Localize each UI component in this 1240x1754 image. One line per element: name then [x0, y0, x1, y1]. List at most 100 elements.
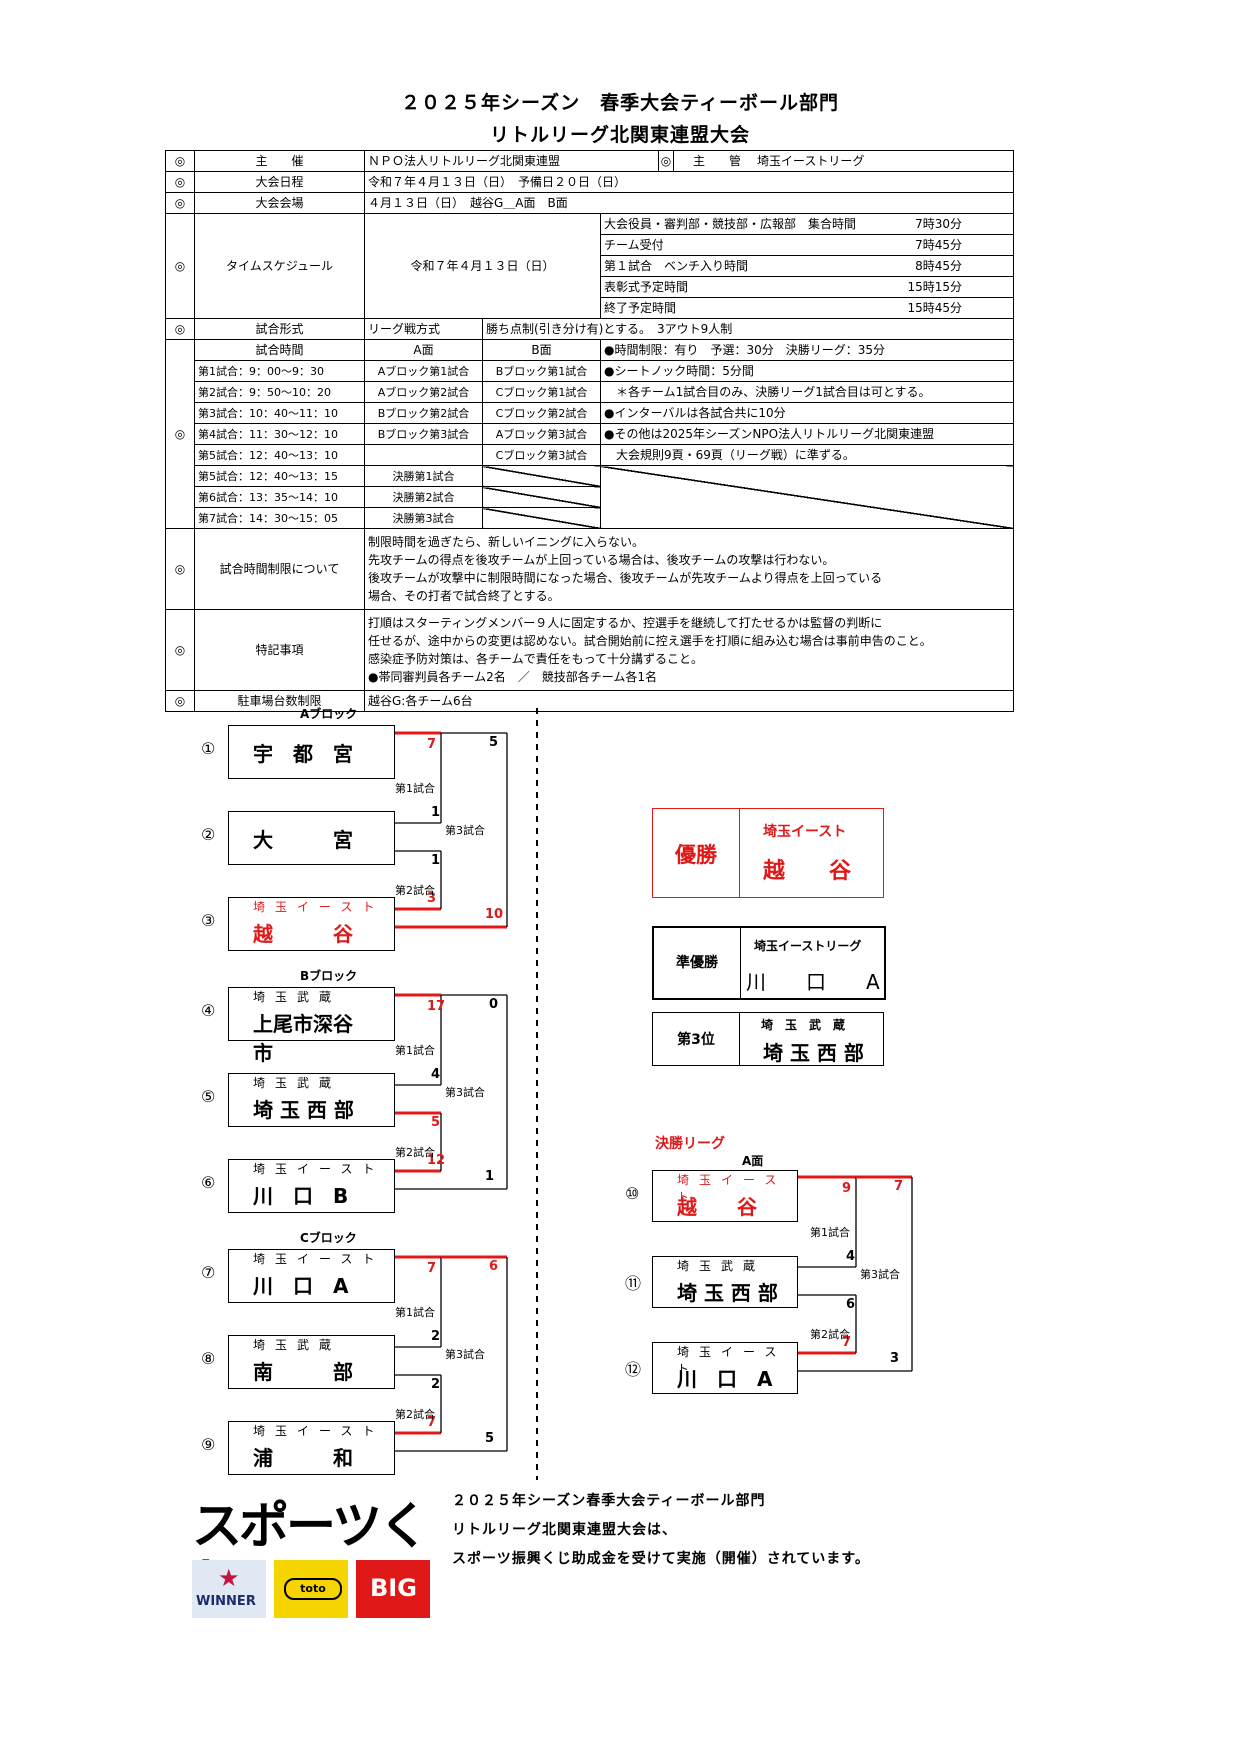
team-box: 大 宮 [228, 811, 395, 865]
runnerup-team: 川 口 A [746, 970, 880, 994]
team-box: 埼玉イースト越 谷 [228, 897, 395, 951]
limit-text: 制限時間を過ぎたら、新しいイニングに入らない。 先攻チームの得点を後攻チームが上… [363, 528, 1015, 610]
team-number: ③ [201, 911, 216, 930]
team-number: ⑫ [625, 1360, 642, 1379]
toto-text: toto [284, 1578, 342, 1600]
score: 1 [485, 1169, 495, 1184]
team-number: ⑦ [201, 1263, 216, 1282]
team-number: ⑪ [625, 1274, 642, 1293]
runnerup-box: 準優勝 埼玉イーストリーグ 川 口 A [652, 926, 886, 1000]
team-league: 埼玉イースト [677, 1345, 787, 1376]
organizer-value: 埼玉イーストリーグ [757, 153, 865, 168]
game-a: 決勝第2試合 [364, 486, 483, 508]
score: 2 [431, 1329, 441, 1344]
game-a: Bブロック第2試合 [364, 402, 483, 424]
team-name: 上尾市深谷市 [253, 1012, 353, 1065]
team-league: 埼玉イースト [253, 1252, 385, 1266]
footer-line: スポーツ振興くじ助成金を受けて実施（開催）されています。 [452, 1551, 870, 1567]
special-label: 特記事項 [194, 609, 365, 691]
game-label: 第1試合 [810, 1226, 850, 1239]
schedule-time: 7時45分 [915, 238, 962, 252]
limit-line: 場合、その打者で試合終了とする。 [368, 589, 560, 603]
score: 7 [842, 1335, 852, 1350]
final-court: A面 [742, 1154, 764, 1168]
team-name: 越 谷 [677, 1195, 757, 1219]
game-label: 第3試合 [860, 1268, 900, 1281]
game-label: 第3試合 [445, 1348, 485, 1361]
limit-line: 後攻チームが攻撃中に制限時間になった場合、後攻チームが先攻チームより得点を上回っ… [368, 571, 883, 585]
team-name: 越 谷 [253, 922, 353, 946]
score: 12 [427, 1153, 446, 1168]
team-number: ⑩ [625, 1184, 640, 1203]
host-label: 主 催 [194, 150, 365, 172]
champion-team: 越 谷 [763, 859, 852, 884]
game-label: 第2試合 [810, 1328, 850, 1341]
empty-slot [599, 465, 1015, 529]
team-box: 埼玉イースト浦 和 [228, 1421, 395, 1475]
date-value: 令和７年４月１３日（日） 予備日２０日（日） [363, 171, 1015, 193]
schedule-label: チーム受付 [604, 238, 664, 252]
schedule-label: 表彰式予定時間 [604, 280, 689, 294]
score: 5 [485, 1431, 495, 1446]
team-box: 埼玉イースト越 谷 [652, 1170, 798, 1222]
team-box: 埼玉武蔵上尾市深谷市 [228, 987, 395, 1065]
team-league: 埼玉武蔵 [253, 1338, 342, 1352]
runnerup-league: 埼玉イーストリーグ [754, 939, 862, 953]
block-title: Cブロック [300, 1231, 357, 1245]
team-league: 埼玉イースト [677, 1173, 787, 1204]
schedule-time: 7時30分 [915, 217, 962, 231]
sports-lottery-logo: スポーツくじ ★ WINNER toto BIG [192, 1498, 432, 1624]
champion-box: 優勝 埼玉イースト 越 谷 [652, 808, 884, 898]
team-box: 埼玉イースト川 口 A [228, 1249, 395, 1303]
organizer-label: 主 管 [693, 153, 742, 168]
score: 6 [489, 1259, 499, 1274]
team-number: ① [201, 739, 216, 758]
team-league: 埼玉イースト [253, 900, 385, 914]
game-label: 第2試合 [395, 1146, 435, 1159]
special-line: 打順はスターティングメンバー９人に固定するか、控選手を継続して打たせるかは監督の… [368, 616, 883, 630]
document-title: ２０２５年シーズン 春季大会ティーボール部門 [401, 92, 839, 114]
schedule-label: 終了予定時間 [604, 301, 677, 315]
schedule-label: 第１試合 ベンチ入り時間 [604, 259, 749, 273]
star-icon: ★ [218, 1564, 240, 1592]
score: 1 [431, 805, 441, 820]
team-number: ⑧ [201, 1349, 216, 1368]
score: 7 [427, 1261, 437, 1276]
big-logo: BIG [356, 1560, 430, 1618]
note: ●その他は2025年シーズンNPO法人リトルリーグ北関東連盟 [599, 423, 1015, 445]
score: 10 [485, 907, 504, 922]
info-table: ◎ 主 催 ＮＰＯ法人リトルリーグ北関東連盟 ◎ 主 管埼玉イーストリーグ ◎ … [165, 150, 1015, 712]
team-league: 埼玉イースト [253, 1424, 385, 1438]
special-line: ●帯同審判員各チーム2名 ／ 競技部各チーム各1名 [368, 670, 658, 684]
note: ●シートノック時間：5分間 [599, 360, 1015, 382]
team-number: ⑤ [201, 1087, 216, 1106]
team-box: 埼玉武蔵埼 玉 西 部 [652, 1256, 798, 1308]
champion-league: 埼玉イースト [763, 824, 847, 840]
host-value: ＮＰＯ法人リトルリーグ北関東連盟 [363, 150, 660, 172]
team-box: 宇 都 宮 [228, 725, 395, 779]
limit-line: 制限時間を過ぎたら、新しいイニングに入らない。 [368, 535, 645, 549]
team-name: 宇 都 宮 [253, 742, 353, 766]
game-a: Aブロック第1試合 [364, 360, 483, 382]
game-label: 第2試合 [395, 1408, 435, 1421]
mark: ◎ [165, 339, 195, 529]
team-box: 埼玉武蔵埼 玉 西 部 [228, 1073, 395, 1127]
schedule-time: 15時15分 [907, 280, 962, 294]
special-line: 感染症予防対策は、各チームで責任をもって十分講ずること。 [368, 652, 704, 666]
score: 5 [489, 735, 499, 750]
third-box: 第3位 埼 玉 武 蔵 埼 玉 西 部 [652, 1012, 884, 1066]
game-label: 第1試合 [395, 1044, 435, 1057]
final-league-title: 決勝リーグ [655, 1136, 725, 1152]
schedule-label: 大会役員・審判部・競技部・広報部 集合時間 [604, 217, 857, 231]
team-number: ② [201, 825, 216, 844]
score: 7 [427, 737, 437, 752]
game-label: 第3試合 [445, 1086, 485, 1099]
court-b-label: B面 [482, 339, 601, 361]
schedule-row: 表彰式予定時間 15時15分 [601, 277, 1013, 298]
game-label: 第1試合 [395, 782, 435, 795]
footer-line: リトルリーグ北関東連盟大会は、 [452, 1522, 677, 1538]
third-team: 埼 玉 西 部 [763, 1041, 864, 1065]
special-line: 任せるが、途中からの変更は認めない。試合開始前に控え選手を打順に組み込む場合は事… [368, 634, 932, 648]
